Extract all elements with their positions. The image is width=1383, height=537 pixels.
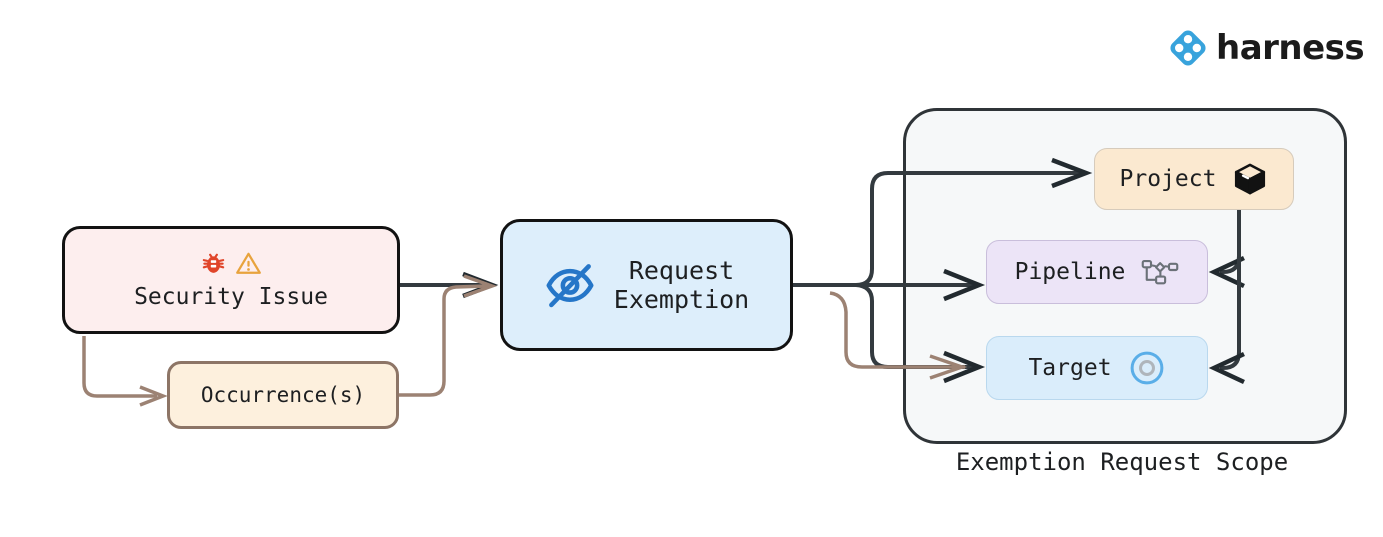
harness-diamond-logo-icon: [1170, 30, 1206, 66]
warning-triangle-icon: [236, 252, 261, 274]
occurrences-label: Occurrence(s): [200, 382, 366, 407]
security-issue-icon-row: [200, 248, 262, 278]
node-request-exemption[interactable]: Request Exemption: [500, 219, 793, 351]
node-pipeline[interactable]: Pipeline: [986, 240, 1208, 304]
node-project[interactable]: Project: [1094, 148, 1294, 210]
edge-occurrence-to-request: [399, 284, 488, 397]
node-target[interactable]: Target: [986, 336, 1208, 400]
target-label: Target: [1028, 355, 1112, 381]
project-label: Project: [1119, 166, 1217, 192]
target-circle-icon: [1130, 351, 1163, 385]
eye-off-icon: [546, 264, 594, 308]
edge-security-to-occurrence-arrowhead: [139, 385, 168, 407]
harness-wordmark: harness: [1216, 28, 1365, 68]
request-exemption-label: Request Exemption: [613, 255, 750, 315]
cube-icon: [1235, 163, 1266, 195]
harness-brand: harness: [1168, 28, 1365, 68]
edge-security-to-request-arrowhead: [462, 271, 499, 299]
node-security-issue[interactable]: Security Issue: [62, 226, 400, 334]
bug-icon: [202, 253, 225, 273]
edge-security-to-occurrence: [82, 336, 157, 398]
edge-occurrence-to-request-arrowhead: [463, 274, 498, 298]
exemption-request-scope-caption: Exemption Request Scope: [955, 448, 1289, 476]
pipeline-label: Pipeline: [1014, 259, 1126, 285]
security-issue-label: Security Issue: [134, 284, 328, 311]
pipeline-nodes-icon: [1142, 259, 1179, 285]
node-occurrences[interactable]: Occurrence(s): [167, 361, 399, 429]
